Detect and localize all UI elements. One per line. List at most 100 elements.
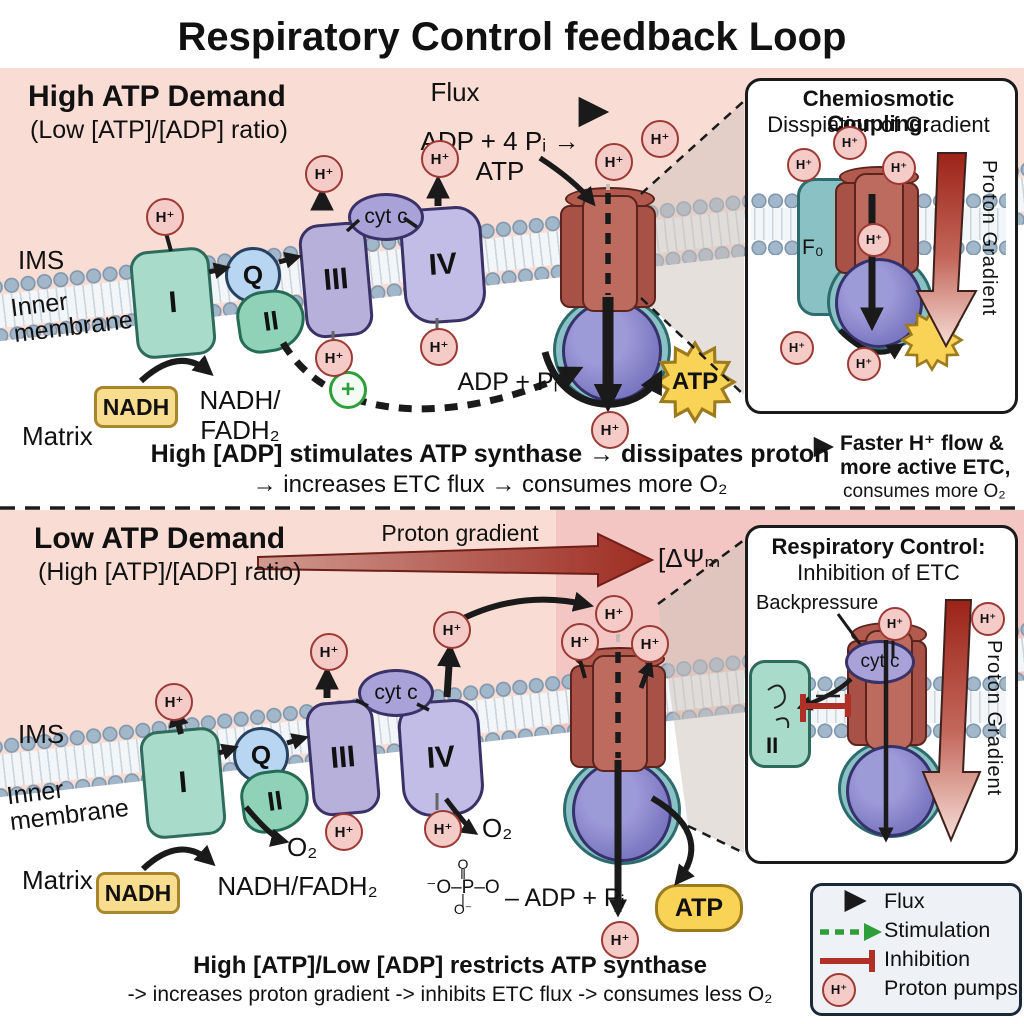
h-plus: H⁺ [788,340,806,355]
h-plus: H⁺ [865,232,883,247]
side-note-line1: Faster H⁺ flow & [840,432,1004,455]
bottom-panel-subheading: (High [ATP]/[ADP] ratio) [38,558,302,586]
h-plus: H⁺ [324,350,344,367]
h-plus: H⁺ [604,606,624,623]
proton-icon: H⁺ [421,140,459,178]
bottom-inset-title: Respiratory Control: [771,534,986,559]
proton-icon: H⁺ [595,143,633,181]
nadh-label: NADH [102,393,170,420]
fo-lobe [582,195,638,313]
h-plus: H⁺ [604,154,624,171]
ims-label-top: IMS [18,245,65,275]
nadh-fadh2-label-top: NADH/ FADH₂ [199,385,281,445]
atp-label-top: ATP [671,368,719,395]
proton-icon: H⁺ [146,198,184,236]
membrane-potential-label: [ΔΨₘ [658,543,721,573]
h-plus: H⁺ [570,634,590,651]
h-plus: H⁺ [640,636,660,653]
complex-i-top: I [128,245,218,361]
proton-icon: H⁺ [878,607,912,641]
h-plus: H⁺ [314,166,334,183]
backpressure-label: Backpressure [756,592,879,614]
h-plus: H⁺ [886,616,904,631]
complex-i-bottom: I [138,725,228,841]
cyt-c-label: cyt c [860,651,900,672]
h-plus: H⁺ [795,157,813,172]
cyt-c-bottom: cyt c [358,669,434,717]
complex-ii-label: II [265,784,285,817]
atp-synthase-f1-bottom [572,760,672,862]
plus-sign: + [340,376,355,403]
proton-gradient-label-bottom-inset: Proton Gradient [983,640,1005,797]
proton-icon: H⁺ [595,595,633,633]
h-plus: H⁺ [442,622,462,639]
atp-synthase-f1-top [562,300,662,402]
top-panel-heading: High ATP Demand [28,80,286,113]
phosphate-o-top: O [457,856,469,872]
proton-icon: H⁺ [833,126,867,160]
proton-icon: H⁺ [631,625,669,663]
proton-icon: H⁺ [424,810,462,848]
top-inset-title: Chemiosmotic Coupling: [802,86,955,137]
h-plus: H⁺ [979,611,997,626]
top-inset-subtitle: Disspiation of Gradient [767,112,990,137]
complex-ii-label: II [261,304,281,337]
proton-icon: H⁺ [787,148,821,182]
complex-ii-label: II [766,733,779,758]
bottom-panel-heading: Low ATP Demand [34,522,286,555]
complex-i-label: I [167,285,179,320]
h-plus: H⁺ [164,694,184,711]
proton-icon: H⁺ [305,155,343,193]
phosphate-o-bottom: O⁻ [453,900,473,917]
o2-label-after-iv: O₂ [482,813,513,843]
mid-note-line1: High [ADP] stimulates ATP synthase → dis… [150,440,830,468]
page-title: Respiratory Control feedback Loop [177,15,847,59]
proton-gradient-arrow-label: Proton gradient [381,520,539,546]
h-plus: H⁺ [855,356,873,371]
h-plus: H⁺ [334,824,354,841]
side-note-line3: consumes more O₂ [843,481,1006,502]
atp-pill-bottom: ATP [655,884,743,932]
inset-cyt-c: cyt c [845,640,915,684]
phosphate-double-bond: ‖ [460,865,466,882]
complex-iii-top: III [297,220,375,340]
bottom-note-line1: High [ATP]/Low [ADP] restricts ATP synth… [193,952,707,979]
atp-synthase-fo-bottom [570,647,666,773]
proton-icon: H⁺ [971,602,1005,636]
complex-i-label: I [177,765,189,800]
inset-complex-ii: II [749,660,811,768]
nadh-fadh2-label-bottom: NADH/FADH₂ [217,871,378,901]
adp-pi-label-top: ADP + Pᵢ [457,368,558,396]
legend-inhibition-label: Inhibition [884,947,971,971]
legend-flux-label: Flux [884,889,925,913]
nadh-box-bottom: NADH [96,872,180,914]
phosphate-row: ⁻O–P–O [426,876,500,898]
legend-proton-icon: H⁺ [822,973,856,1007]
o2-label-after-ii: O₂ [287,832,318,862]
complex-iv-label: IV [427,247,459,282]
complex-iv-label: IV [425,740,457,775]
nadh-box-top: NADH [94,386,178,428]
h-plus: H⁺ [433,821,453,838]
legend-stimulation-label: Stimulation [884,918,991,942]
complex-iii-label: III [322,261,350,298]
proton-icon: H⁺ [315,339,353,377]
proton-icon: H⁺ [857,223,891,257]
top-panel-subheading: (Low [ATP]/[ADP] ratio) [30,116,288,144]
proton-icon: H⁺ [433,611,471,649]
h-plus: H⁺ [830,982,848,997]
cyt-c-label: cyt c [364,205,408,228]
nadh-label: NADH [104,879,172,906]
proton-icon: H⁺ [780,331,814,365]
proton-icon: H⁺ [155,683,193,721]
adp-pi-label-bottom: – ADP + Pᵢ [505,884,625,912]
atp-label: ATP [674,893,724,922]
proton-icon: H⁺ [601,921,639,959]
mid-note-line2: → increases ETC flux → consumes more O₂ [252,471,728,498]
h-plus: H⁺ [155,209,175,226]
proton-icon: H⁺ [420,328,458,366]
proton-icon: H⁺ [847,347,881,381]
proton-icon: H⁺ [561,623,599,661]
legend-proton-pumps-label: Proton pumps [884,976,1018,1000]
